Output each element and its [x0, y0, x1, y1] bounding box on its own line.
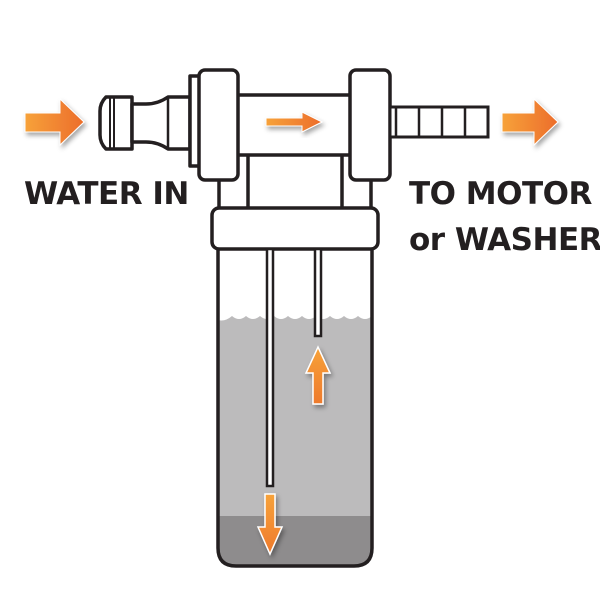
arrow-up-icon — [304, 345, 332, 405]
arrow-out-icon — [501, 97, 559, 147]
outlet-tube — [313, 247, 323, 338]
sediment — [218, 516, 372, 566]
or-washer-label: or WASHER — [409, 222, 600, 258]
arrow-in-icon — [24, 97, 85, 147]
water-in-label: WATER IN — [24, 176, 189, 212]
outlet-barb — [388, 105, 490, 139]
to-motor-label: TO MOTOR — [409, 176, 592, 212]
filter-collar — [210, 206, 380, 251]
arrow-down-icon — [256, 493, 284, 556]
filter-bowl — [216, 240, 374, 568]
water — [218, 316, 372, 566]
inlet-dip-tube — [265, 247, 275, 488]
arrow-head-icon — [265, 111, 324, 133]
inlet-hose-connector — [98, 74, 202, 168]
filter-head — [197, 68, 392, 208]
